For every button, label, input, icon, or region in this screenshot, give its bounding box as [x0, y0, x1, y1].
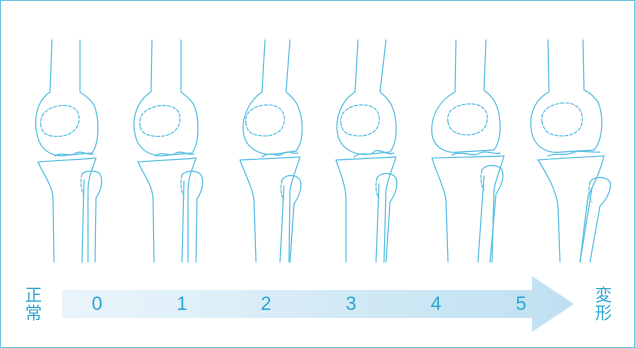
stage-label-0: 0 [82, 294, 112, 316]
deformity-label: 変形 [592, 286, 609, 322]
knee-illustrations [0, 0, 635, 270]
stage-label-1: 1 [167, 294, 197, 316]
knee-stage-5 [531, 40, 611, 262]
knee-stage-2 [240, 40, 302, 262]
knee-stage-1 [134, 40, 203, 262]
knee-stage-4 [432, 40, 504, 262]
stage-label-5: 5 [506, 294, 536, 316]
knee-illustration-row [0, 0, 635, 270]
normal-label: 正常 [22, 286, 39, 322]
progression-arrow [62, 274, 577, 334]
stage-label-2: 2 [251, 294, 281, 316]
stage-label-3: 3 [336, 294, 366, 316]
knee-stage-3 [336, 40, 397, 262]
knee-stage-0 [36, 40, 102, 262]
stage-label-4: 4 [421, 294, 451, 316]
